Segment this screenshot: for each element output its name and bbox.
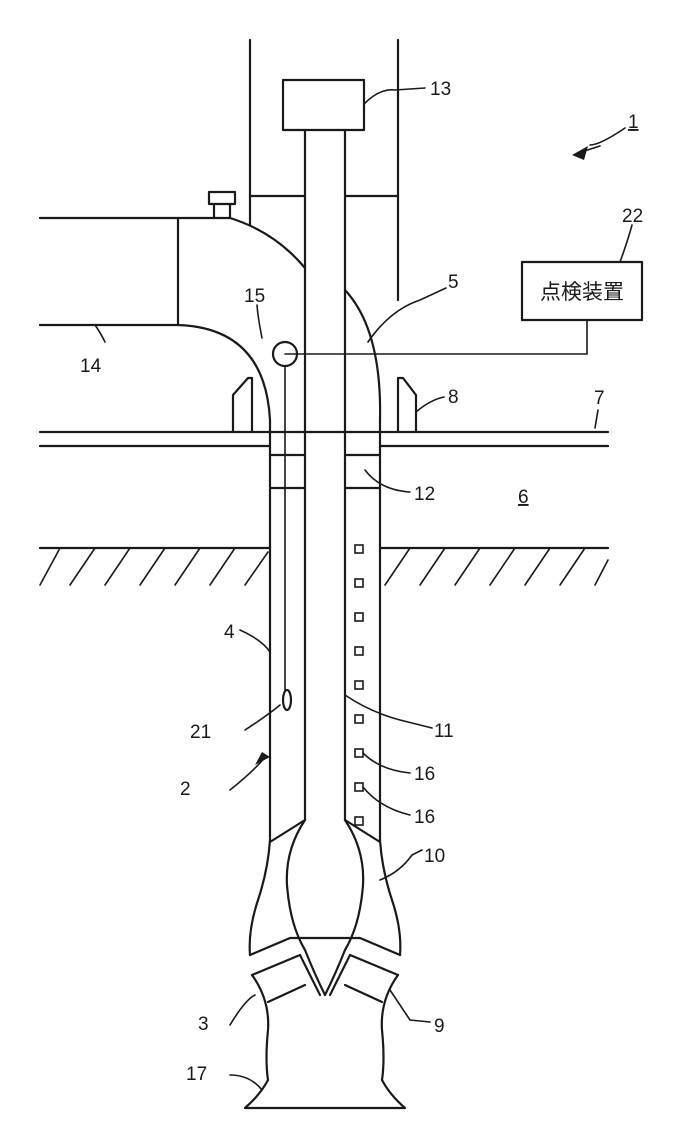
column-pipe [270, 420, 380, 840]
label-16a: 16 [414, 764, 435, 785]
inspection-device-text: 点検装置 [540, 280, 624, 304]
label-6: 6 [518, 487, 529, 508]
label-11: 11 [434, 721, 454, 742]
label-14: 14 [80, 356, 102, 377]
label-13: 13 [430, 79, 451, 100]
floor [40, 432, 608, 446]
label-12: 12 [414, 484, 435, 505]
label-22: 22 [622, 206, 643, 227]
reference-labels: 13 1 22 5 15 14 8 7 12 6 4 21 11 2 16 16… [80, 79, 643, 1085]
ground [40, 548, 608, 585]
discharge-pipe [40, 192, 305, 420]
label-21: 21 [190, 722, 211, 743]
label-1: 1 [628, 112, 639, 133]
pump-arrowhead [255, 752, 270, 765]
discharge-bend-right [345, 290, 380, 420]
label-10: 10 [424, 846, 445, 867]
label-17: 17 [186, 1064, 207, 1085]
label-4: 4 [224, 622, 235, 643]
motor-box [283, 80, 364, 130]
diffuser-and-hub [245, 820, 405, 1108]
label-5: 5 [448, 272, 459, 293]
label-3: 3 [198, 1014, 209, 1035]
label-15: 15 [244, 286, 265, 307]
label-8: 8 [448, 387, 459, 408]
base [233, 378, 416, 432]
label-2: 2 [180, 779, 191, 800]
device-arrowhead [572, 146, 588, 160]
port-and-probe [273, 320, 587, 710]
shaft [305, 130, 345, 820]
label-9: 9 [434, 1016, 445, 1037]
label-7: 7 [594, 388, 605, 409]
label-16b: 16 [414, 807, 435, 828]
bearing-markers [355, 545, 363, 825]
